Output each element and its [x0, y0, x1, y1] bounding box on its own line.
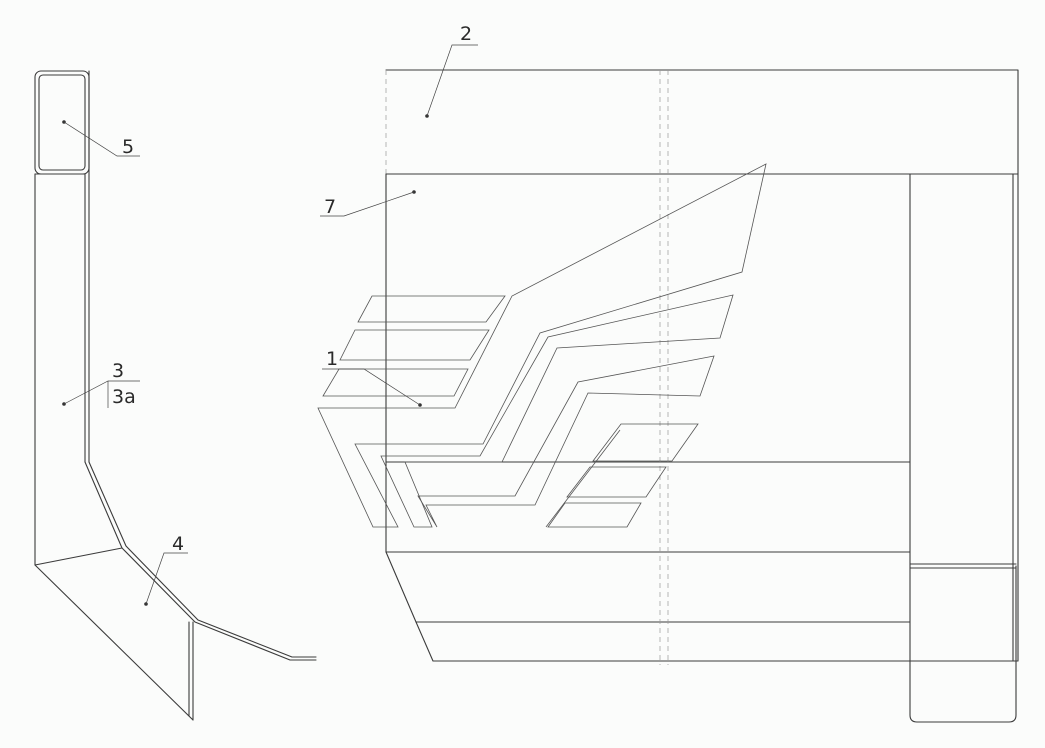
callout-5-label: 5 — [122, 136, 134, 158]
emblem-wing-middle — [380, 294, 734, 528]
emblem-wing-inner — [417, 355, 715, 528]
emblem-bar-right-3 — [547, 502, 642, 528]
wing-emblem — [317, 163, 767, 528]
emblem-bar-left-3 — [322, 368, 469, 397]
callout-2-leader — [426, 44, 478, 117]
emblem-wing-outer — [317, 163, 767, 528]
callout-5: 5 — [62, 120, 140, 158]
right-column-joint — [909, 563, 1017, 569]
callout-5-point — [62, 120, 66, 124]
callout-5-leader — [63, 121, 140, 157]
part-5-box — [34, 70, 90, 175]
front-view — [385, 69, 1019, 723]
part-4-lower-edge — [34, 564, 194, 721]
callout-4-label: 4 — [172, 533, 184, 555]
part-4-joint-line — [34, 547, 123, 566]
emblem-bar-left-2 — [339, 329, 490, 361]
callout-2: 2 — [425, 23, 478, 118]
callout-7-leader — [320, 191, 415, 217]
center-break-line — [659, 70, 669, 665]
skirt-lower — [415, 621, 1019, 662]
callout-1: 1 — [322, 348, 422, 407]
callout-3-label: 3 — [112, 360, 124, 382]
emblem-bar-right-1 — [592, 423, 699, 462]
callout-4-leader — [145, 552, 188, 605]
part-5-inner — [38, 74, 86, 171]
side-profile — [34, 70, 317, 721]
skirt-upper — [385, 551, 911, 623]
emblem-wing-tail — [545, 429, 621, 528]
emblem-bar-left-1 — [357, 295, 506, 323]
callout-7-label: 7 — [324, 196, 336, 218]
part-4-upper-edge-inner — [88, 461, 317, 658]
callout-7: 7 — [320, 190, 416, 218]
part-4-upper-edge — [84, 461, 317, 661]
callout-3: 3 3а — [62, 360, 140, 408]
callout-1-leader — [322, 368, 421, 406]
part-2-top-band — [385, 69, 1019, 175]
callout-1-label: 1 — [326, 348, 338, 370]
callout-2-label: 2 — [460, 23, 472, 45]
emblem-bar-right-2 — [566, 466, 667, 498]
callout-3a-label: 3а — [112, 386, 136, 408]
callout-4: 4 — [144, 533, 188, 606]
right-column — [909, 173, 1017, 723]
